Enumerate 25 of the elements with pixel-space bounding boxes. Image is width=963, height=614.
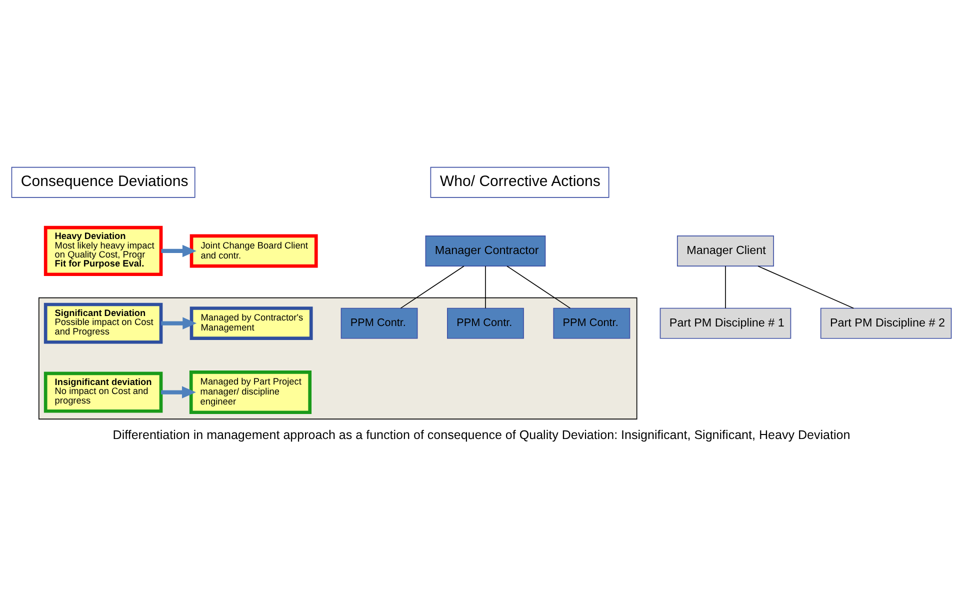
node-box: Who/ Corrective Actions (430, 166, 610, 198)
connector (725, 266, 726, 309)
node-box: Joint Change Board Client and contr. (190, 234, 318, 268)
node-box: Heavy Deviation Most likely heavy impact on Quality Cost, Progr Fit for Purpose Eval. (44, 226, 163, 276)
node-box: Part PM Discipline # 2 (820, 308, 952, 339)
node-box: Managed by Contractor's Management (190, 306, 313, 340)
node-box: PPM Contr. (340, 308, 418, 339)
node-box: PPM Contr. (553, 308, 630, 339)
connector (400, 266, 464, 309)
connector (758, 266, 854, 309)
node-box: Significant Deviation Possible impact on Cost and Progress (44, 302, 163, 344)
caption: Differentiation in management approach as a function of consequence of Quality Deviation: Insignificant, Significant, Heavy Deviation (112, 428, 850, 442)
node-box: Manager Contractor (425, 236, 546, 266)
cluster (38, 297, 638, 420)
node-box: Part PM Discipline # 1 (660, 308, 792, 339)
node-box: Manager Client (676, 236, 774, 266)
node-box: PPM Contr. (447, 308, 524, 339)
arrow (161, 244, 196, 258)
node-box: Consequence Deviations (11, 166, 196, 198)
node-box: Managed by Part Project manager/ discipline engineer (189, 370, 312, 414)
arrow (161, 317, 197, 330)
connector (506, 266, 571, 309)
connector (485, 266, 486, 309)
node-box: Insignificant deviation No impact on Cost and progress (44, 372, 163, 413)
arrow (161, 386, 196, 398)
